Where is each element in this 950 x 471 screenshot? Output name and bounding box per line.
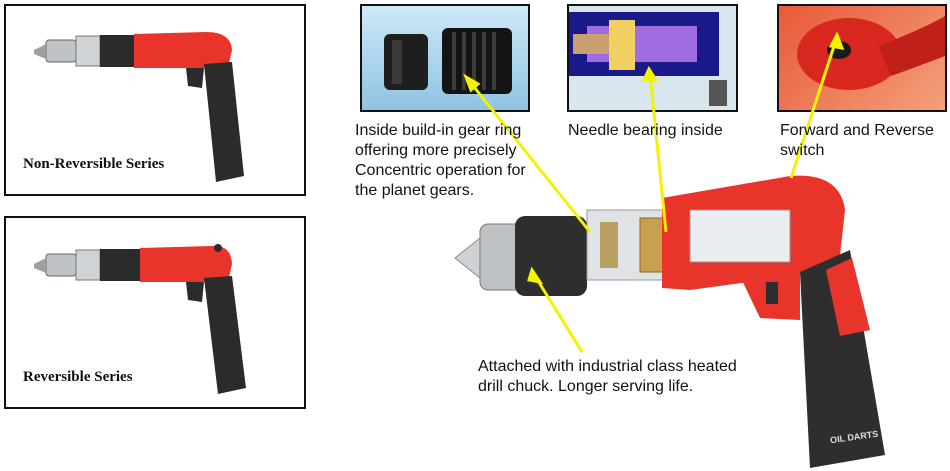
gear-ring-photo xyxy=(360,4,530,112)
chuck-line-2: drill chuck. Longer serving life. xyxy=(478,378,694,395)
gear-ring-callout: Inside build-in gear ring offering more … xyxy=(355,121,526,201)
reversible-caption: Reversible Series xyxy=(23,369,133,385)
chuck-callout: Attached with industrial class heated dr… xyxy=(478,357,737,397)
switch-callout: Forward and Reverse switch xyxy=(780,121,934,161)
gear-ring-line-3: Concentric operation for xyxy=(355,162,526,179)
chuck-line-1: Attached with industrial class heated xyxy=(478,358,737,375)
switch-line-2: switch xyxy=(780,142,825,159)
drill-reversible-image xyxy=(34,244,246,394)
drill-non-reversible-image xyxy=(34,32,244,182)
needle-bearing-callout: Needle bearing inside xyxy=(568,121,723,141)
non-reversible-panel: Non-Reversible Series xyxy=(4,4,306,196)
needle-bearing-line-1: Needle bearing inside xyxy=(568,122,723,139)
reversible-panel: Reversible Series xyxy=(4,216,306,409)
switch-line-1: Forward and Reverse xyxy=(780,122,934,139)
gear-ring-line-4: the planet gears. xyxy=(355,182,475,199)
non-reversible-caption: Non-Reversible Series xyxy=(23,156,165,172)
gear-ring-line-1: Inside build-in gear ring xyxy=(355,122,522,139)
gear-ring-line-2: offering more precisely xyxy=(355,142,517,159)
needle-bearing-photo xyxy=(567,4,738,112)
switch-photo xyxy=(777,4,947,112)
